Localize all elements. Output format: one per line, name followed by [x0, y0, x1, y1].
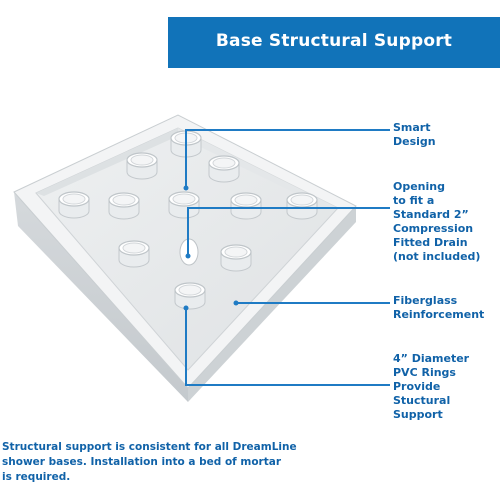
leader-smart-design	[185, 129, 390, 188]
leader-lines	[185, 129, 390, 386]
callout-pvc-rings: 4” Diameter PVC Rings Provide Stuctural …	[393, 352, 499, 422]
callout-line: PVC Rings	[393, 366, 456, 379]
leader-dots	[183, 185, 239, 311]
pvc-ring	[174, 282, 206, 310]
callout-line: Fiberglass	[393, 294, 458, 307]
callout-line: Support	[393, 408, 443, 421]
footer-line: shower bases. Installation into a bed of…	[2, 456, 282, 468]
title-banner: Base Structural Support	[168, 17, 500, 68]
callout-drain-opening: Opening to fit a Standard 2” Compression…	[393, 180, 499, 264]
pvc-ring	[208, 155, 240, 183]
pvc-ring	[168, 191, 200, 219]
pvc-ring	[58, 191, 90, 219]
pvc-ring	[108, 192, 140, 220]
callout-line: Design	[393, 135, 436, 148]
callout-line: Reinforcement	[393, 308, 485, 321]
callout-line: Opening	[393, 180, 445, 193]
footer-note: Structural support is consistent for all…	[2, 440, 307, 485]
pvc-ring	[230, 192, 262, 220]
callout-line: to fit a	[393, 194, 435, 207]
callout-line: Fitted Drain	[393, 236, 468, 249]
leader-pvc-rings	[185, 308, 390, 386]
pvc-ring	[126, 152, 158, 180]
callout-fiberglass: Fiberglass Reinforcement	[393, 294, 499, 322]
callout-line: Compression	[393, 222, 474, 235]
callout-line: 4” Diameter	[393, 352, 470, 365]
banner-title: Base Structural Support	[215, 31, 453, 51]
pvc-ring	[118, 240, 150, 268]
pvc-ring	[286, 192, 318, 220]
callout-smart-design: Smart Design	[393, 121, 499, 149]
callout-line: Smart	[393, 121, 431, 134]
footer-line: is required.	[2, 471, 71, 483]
pvc-ring	[220, 244, 252, 272]
pvc-rings	[58, 130, 318, 310]
leader-drain-opening	[187, 207, 390, 256]
callout-line: Provide	[393, 380, 441, 393]
callout-line: Stuctural	[393, 394, 451, 407]
callout-line: (not included)	[393, 250, 481, 263]
footer-line: Structural support is consistent for all…	[2, 441, 297, 453]
callout-line: Standard 2”	[393, 208, 469, 221]
